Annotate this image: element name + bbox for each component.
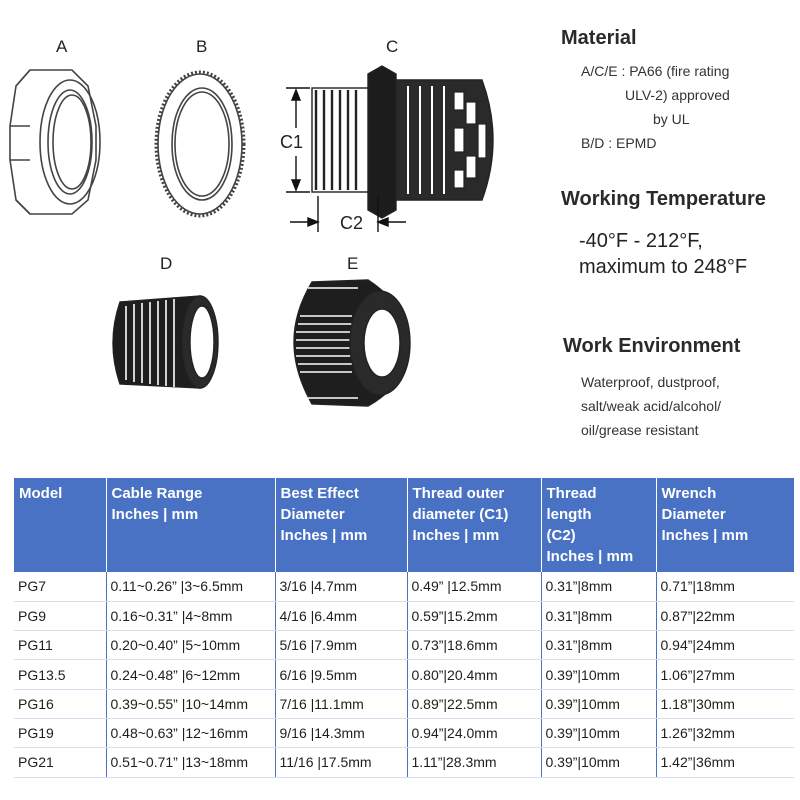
material-line-3: by UL xyxy=(653,111,690,127)
part-d-label: D xyxy=(160,254,173,273)
cell-cable-range: 0.39~0.55” |10~14mm xyxy=(106,689,276,719)
table-header-row: Model Cable Range Inches | mm Best Effec… xyxy=(14,478,794,572)
spec-table: Model Cable Range Inches | mm Best Effec… xyxy=(14,478,794,778)
part-e-label: E xyxy=(347,254,359,273)
table-row: PG7 0.11~0.26” |3~6.5mm 3/16 |4.7mm 0.49… xyxy=(14,572,794,602)
cell-cable-range: 0.20~0.40” |5~10mm xyxy=(106,630,276,661)
material-title: Material xyxy=(561,27,637,49)
environment-title: Work Environment xyxy=(563,335,741,357)
sealing-nut-drawing xyxy=(293,279,411,407)
cell-cable-range: 0.11~0.26” |3~6.5mm xyxy=(106,572,276,602)
header-wrench-diameter: Wrench Diameter Inches | mm xyxy=(656,478,794,572)
header-thread-length: Thread length (C2) Inches | mm xyxy=(541,478,657,572)
table-row: PG13.5 0.24~0.48” |6~12mm 6/16 |9.5mm 0.… xyxy=(14,659,794,690)
cell-cable-range: 0.51~0.71” |13~18mm xyxy=(106,747,276,778)
temperature-line-1: -40°F - 212°F, xyxy=(579,230,703,252)
cell-thread-outer: 0.94”|24.0mm xyxy=(407,718,542,749)
cell-wrench: 1.06”|27mm xyxy=(656,659,794,690)
cell-thread-length: 0.39”|10mm xyxy=(541,659,657,690)
cell-wrench: 1.26”|32mm xyxy=(656,718,794,749)
cell-cable-range: 0.24~0.48” |6~12mm xyxy=(106,659,276,690)
cell-thread-length: 0.31”|8mm xyxy=(541,630,657,661)
environment-line-1: Waterproof, dustproof, xyxy=(581,374,720,390)
claw-insert-drawing xyxy=(112,295,219,389)
cell-cable-range: 0.16~0.31” |4~8mm xyxy=(106,601,276,632)
environment-line-3: oil/grease resistant xyxy=(581,422,699,438)
cable-gland-body-drawing xyxy=(286,65,494,232)
cell-best-effect: 7/16 |11.1mm xyxy=(275,689,408,719)
table-row: PG11 0.20~0.40” |5~10mm 5/16 |7.9mm 0.73… xyxy=(14,630,794,661)
cell-wrench: 0.87”|22mm xyxy=(656,601,794,632)
header-best-effect-diameter: Best Effect Diameter Inches | mm xyxy=(275,478,408,572)
part-c-label: C xyxy=(386,37,399,56)
cell-best-effect: 3/16 |4.7mm xyxy=(275,572,408,602)
cell-cable-range: 0.48~0.63” |12~16mm xyxy=(106,718,276,749)
cell-thread-length: 0.31”|8mm xyxy=(541,601,657,632)
cell-thread-length: 0.31”|8mm xyxy=(541,572,657,602)
cell-model: PG19 xyxy=(14,718,107,749)
sealing-ring-drawing xyxy=(154,70,246,218)
cell-thread-outer: 0.59”|15.2mm xyxy=(407,601,542,632)
cell-thread-outer: 0.80”|20.4mm xyxy=(407,659,542,690)
cell-wrench: 1.42”|36mm xyxy=(656,747,794,778)
cell-thread-length: 0.39”|10mm xyxy=(541,689,657,719)
c2-dimension-label: C2 xyxy=(340,213,364,233)
header-model: Model xyxy=(14,478,107,572)
cell-best-effect: 4/16 |6.4mm xyxy=(275,601,408,632)
table-row: PG19 0.48~0.63” |12~16mm 9/16 |14.3mm 0.… xyxy=(14,718,794,749)
c1-dimension-label: C1 xyxy=(280,132,304,152)
cell-wrench: 1.18”|30mm xyxy=(656,689,794,719)
table-row: PG16 0.39~0.55” |10~14mm 7/16 |11.1mm 0.… xyxy=(14,689,794,719)
cell-best-effect: 5/16 |7.9mm xyxy=(275,630,408,661)
cell-model: PG7 xyxy=(14,572,107,602)
table-row: PG21 0.51~0.71” |13~18mm 11/16 |17.5mm 1… xyxy=(14,747,794,778)
lock-nut-drawing xyxy=(9,69,101,215)
cell-model: PG16 xyxy=(14,689,107,719)
cell-model: PG9 xyxy=(14,601,107,632)
cell-thread-length: 0.39”|10mm xyxy=(541,747,657,778)
cell-best-effect: 9/16 |14.3mm xyxy=(275,718,408,749)
table-row: PG9 0.16~0.31” |4~8mm 4/16 |6.4mm 0.59”|… xyxy=(14,601,794,632)
cell-model: PG13.5 xyxy=(14,659,107,690)
cell-thread-length: 0.39”|10mm xyxy=(541,718,657,749)
cell-model: PG21 xyxy=(14,747,107,778)
temperature-line-2: maximum to 248°F xyxy=(579,256,748,278)
header-thread-outer-diameter: Thread outer diameter (C1) Inches | mm xyxy=(407,478,542,572)
header-cable-range: Cable Range Inches | mm xyxy=(106,478,276,572)
part-a-label: A xyxy=(56,37,68,56)
cell-best-effect: 6/16 |9.5mm xyxy=(275,659,408,690)
part-b-label: B xyxy=(196,37,208,56)
cell-best-effect: 11/16 |17.5mm xyxy=(275,747,408,778)
cell-wrench: 0.71”|18mm xyxy=(656,572,794,602)
cell-model: PG11 xyxy=(14,630,107,661)
environment-line-2: salt/weak acid/alcohol/ xyxy=(581,398,722,414)
material-line-1: A/C/E : PA66 (fire rating xyxy=(581,63,730,79)
cell-thread-outer: 1.11”|28.3mm xyxy=(407,747,542,778)
cell-wrench: 0.94”|24mm xyxy=(656,630,794,661)
material-line-4: B/D : EPMD xyxy=(581,135,657,151)
cell-thread-outer: 0.73”|18.6mm xyxy=(407,630,542,661)
material-line-2: ULV-2) approved xyxy=(625,87,730,103)
temperature-title: Working Temperature xyxy=(561,188,766,210)
cell-thread-outer: 0.49” |12.5mm xyxy=(407,572,542,602)
cell-thread-outer: 0.89”|22.5mm xyxy=(407,689,542,719)
